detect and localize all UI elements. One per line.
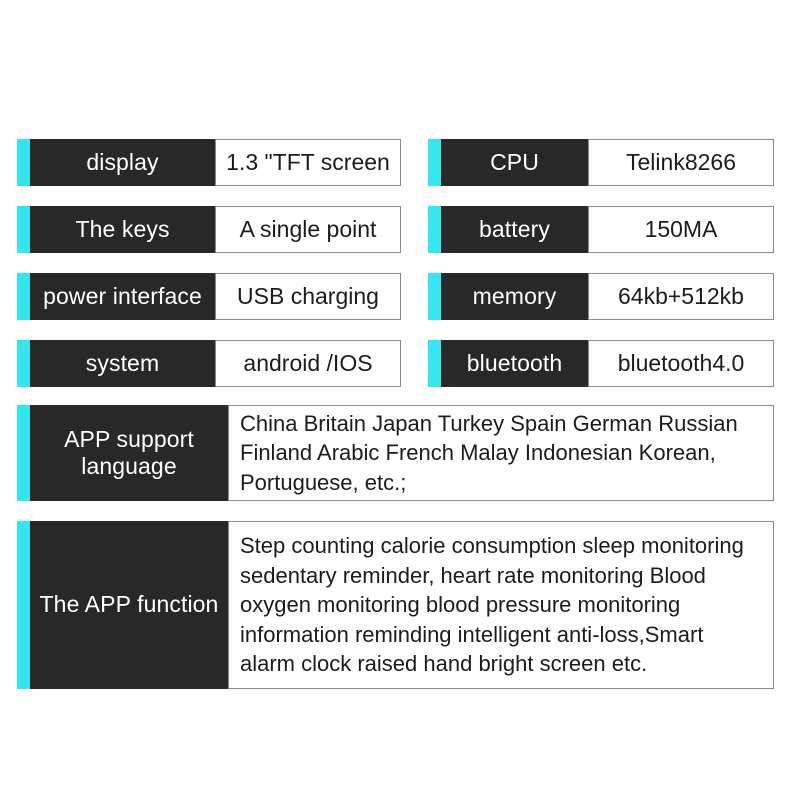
spec-value-memory: 64kb+512kb <box>588 273 774 320</box>
spec-row-app-function: The APP function Step counting calorie c… <box>17 521 774 689</box>
spec-row-power-interface: power interface USB charging <box>17 273 401 320</box>
spec-label-bluetooth: bluetooth <box>441 340 588 387</box>
spec-value-power-interface: USB charging <box>215 273 401 320</box>
spec-value-display: 1.3 "TFT screen <box>215 139 401 186</box>
spec-row-memory: memory 64kb+512kb <box>428 273 774 320</box>
spec-value-system: android /IOS <box>215 340 401 387</box>
accent-bar-icon <box>428 206 441 253</box>
spec-row-system: system android /IOS <box>17 340 401 387</box>
accent-bar-icon <box>17 340 30 387</box>
spec-label-app-support-language: APP support language <box>30 405 228 501</box>
accent-bar-icon <box>17 405 30 501</box>
spec-value-keys: A single point <box>215 206 401 253</box>
spec-label-system: system <box>30 340 215 387</box>
accent-bar-icon <box>428 340 441 387</box>
spec-value-cpu: Telink8266 <box>588 139 774 186</box>
accent-bar-icon <box>17 206 30 253</box>
spec-label-power-interface: power interface <box>30 273 215 320</box>
spec-row-battery: battery 150MA <box>428 206 774 253</box>
spec-label-app-function: The APP function <box>30 521 228 689</box>
accent-bar-icon <box>428 273 441 320</box>
spec-row-display: display 1.3 "TFT screen <box>17 139 401 186</box>
accent-bar-icon <box>17 273 30 320</box>
accent-bar-icon <box>17 521 30 689</box>
spec-row-cpu: CPU Telink8266 <box>428 139 774 186</box>
spec-label-display: display <box>30 139 215 186</box>
spec-row-keys: The keys A single point <box>17 206 401 253</box>
spec-label-keys: The keys <box>30 206 215 253</box>
spec-value-bluetooth: bluetooth4.0 <box>588 340 774 387</box>
spec-value-app-function: Step counting calorie consumption sleep … <box>228 521 774 689</box>
spec-label-battery: battery <box>441 206 588 253</box>
spec-label-memory: memory <box>441 273 588 320</box>
spec-label-cpu: CPU <box>441 139 588 186</box>
spec-value-battery: 150MA <box>588 206 774 253</box>
accent-bar-icon <box>17 139 30 186</box>
spec-row-bluetooth: bluetooth bluetooth4.0 <box>428 340 774 387</box>
spec-value-app-support-language: China Britain Japan Turkey Spain German … <box>228 405 774 501</box>
spec-row-app-support-language: APP support language China Britain Japan… <box>17 405 774 501</box>
accent-bar-icon <box>428 139 441 186</box>
